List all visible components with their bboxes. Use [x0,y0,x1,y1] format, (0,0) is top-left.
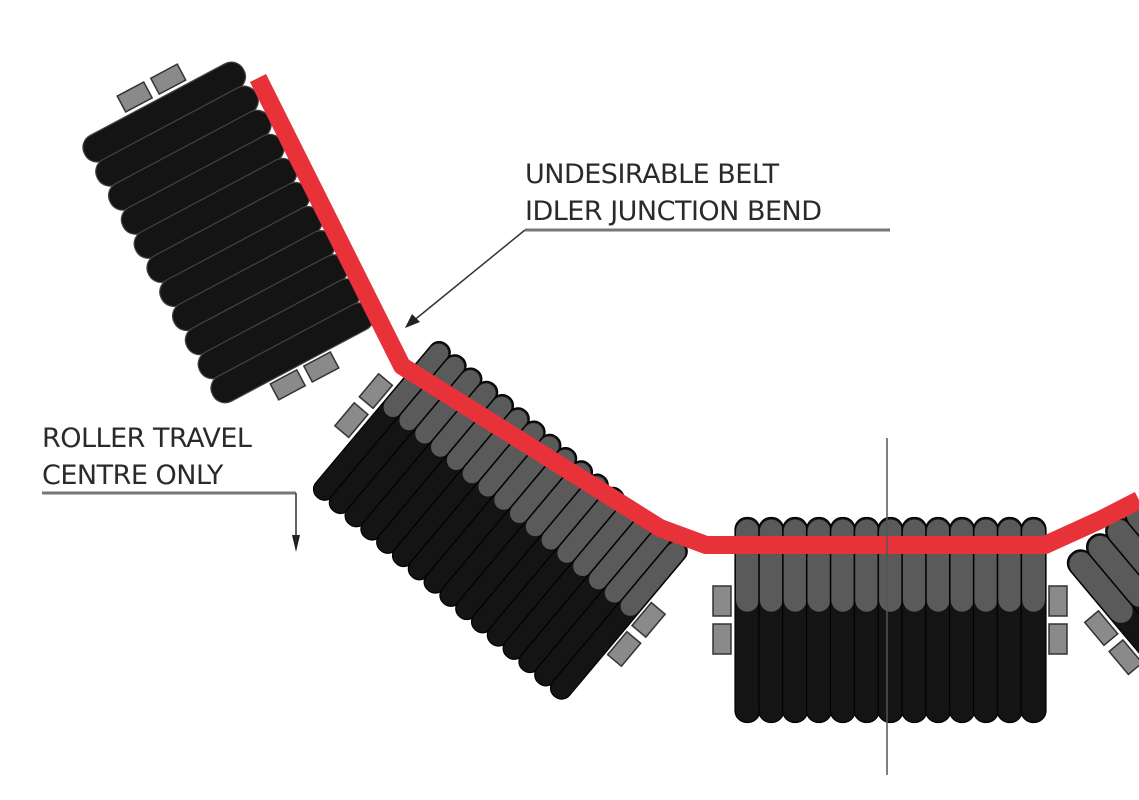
roller-bracket [1108,638,1139,676]
roller-bracket [606,630,642,668]
roller-bracket [712,585,732,617]
roller-disc-highlight [831,519,855,612]
roller-travel-label-2: CENTRE ONLY [42,460,224,491]
roller-disc-highlight [1069,551,1133,623]
conveyor-belt [249,73,1139,554]
roller-bracket [630,601,667,639]
roller-disc-highlight [415,370,480,444]
roller-bracket [116,80,154,114]
roller-disc-highlight [431,383,496,457]
roller-disc-highlight [604,529,670,603]
roller-disc-highlight [620,542,686,616]
roller-bracket [269,368,307,401]
roller-disc-highlight [926,519,950,612]
roller-disc-highlight [589,515,654,590]
roller-disc-highlight [998,519,1022,612]
roller-bracket [358,372,394,410]
roller-travel-label-1: ROLLER TRAVEL [42,423,252,454]
roller-disc-highlight [807,519,831,612]
roller-bracket [1083,609,1119,647]
roller-disc-highlight [902,519,926,612]
roller-disc-highlight [573,502,638,577]
roller-disc-highlight [1107,519,1139,591]
arrowhead-icon [405,314,420,328]
roller-disc-highlight [783,519,807,612]
junction-leader-arrow [411,229,526,323]
roller-disc-highlight [1022,519,1045,612]
junction-bend-label-2: IDLER JUNCTION BEND [525,196,822,227]
roller-disc-highlight [759,519,783,612]
right-wing-roller-partial [1066,501,1139,703]
roller-disc-highlight [557,489,623,563]
junction-bend-label-1: UNDESIRABLE BELT [525,159,780,190]
arrowhead-icon [292,535,300,552]
roller-bracket [712,623,732,655]
roller-disc-highlight [736,519,759,612]
roller-disc-highlight [950,519,974,612]
roller-bracket [302,350,340,384]
roller-disc-highlight [855,519,879,612]
roller-bracket [1048,585,1068,617]
roller-bracket [333,401,370,439]
roller-bracket [1048,623,1068,655]
roller-disc-highlight [1088,535,1139,607]
roller-disc-highlight [879,519,902,612]
roller-bracket [149,63,187,96]
centre-roller [712,516,1068,724]
roller-disc-highlight [974,519,998,612]
